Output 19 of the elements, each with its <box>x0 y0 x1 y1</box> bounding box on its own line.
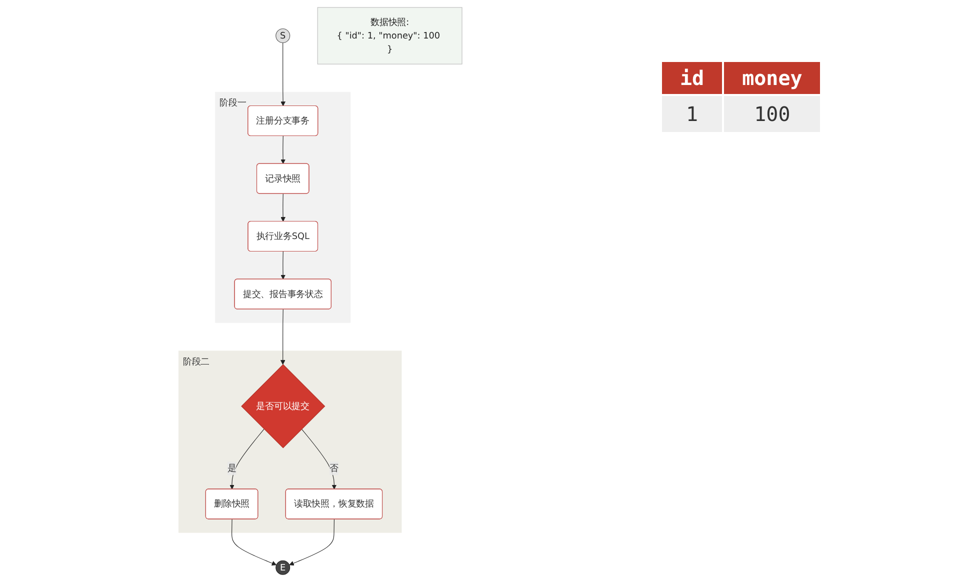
edge-label: 是 <box>227 462 236 474</box>
arrow <box>231 518 276 566</box>
arrow <box>280 251 286 280</box>
node-circle: S <box>275 28 290 44</box>
arrow <box>288 518 334 566</box>
arrow <box>280 136 286 164</box>
table-cell: 100 <box>724 96 820 132</box>
node-diamond: 是否可以提交 <box>240 364 325 448</box>
node-circle: E <box>275 560 290 575</box>
arrow <box>301 428 336 490</box>
arrow <box>280 309 286 365</box>
table-cell: 1 <box>662 96 722 132</box>
edge-label: 否 <box>329 462 338 474</box>
node-box: 数据快照: { "id": 1, "money": 100 } <box>317 7 462 64</box>
arrow <box>280 194 286 222</box>
column-header: money <box>724 62 820 94</box>
arrow <box>229 428 264 490</box>
column-header: id <box>662 62 722 94</box>
arrow <box>280 42 286 106</box>
